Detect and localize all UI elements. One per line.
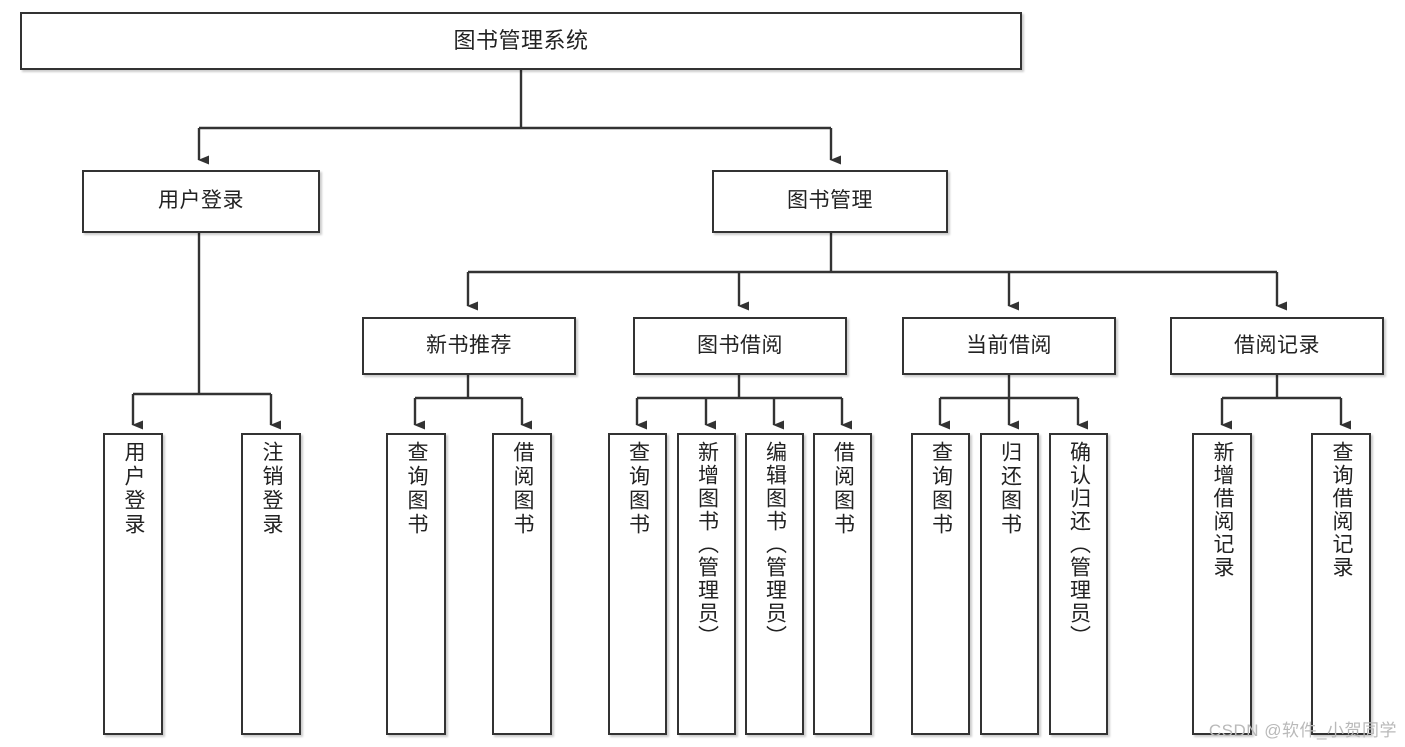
node-current-borrow-label: 当前借阅 [966, 333, 1052, 357]
leaf-rec-query-book-label: 查询图书 [405, 441, 429, 537]
leaf-rec-query-record-label: 查询借阅记录 [1330, 441, 1354, 579]
leaf-cur-return-book[interactable]: 归还图书 [980, 433, 1039, 735]
leaf-cur-query-book-label: 查询图书 [929, 441, 953, 537]
leaf-user-logout[interactable]: 注销登录 [241, 433, 301, 735]
leaf-borrow-query-book-label: 查询图书 [626, 441, 650, 537]
leaf-rec-add-record-label: 新增借阅记录 [1211, 441, 1235, 579]
leaf-user-login[interactable]: 用户登录 [103, 433, 163, 735]
leaf-borrow-add-book[interactable]: 新增图书（管理员） [677, 433, 736, 735]
leaf-cur-return-book-label: 归还图书 [998, 441, 1022, 537]
node-root-label: 图书管理系统 [453, 28, 589, 54]
node-root[interactable]: 图书管理系统 [20, 12, 1022, 70]
leaf-cur-query-book[interactable]: 查询图书 [911, 433, 970, 735]
node-book-borrow[interactable]: 图书借阅 [633, 317, 847, 375]
leaf-rec-query-book[interactable]: 查询图书 [386, 433, 446, 735]
leaf-borrow-borrow-book-label: 借阅图书 [831, 441, 855, 537]
node-new-book-rec-label: 新书推荐 [426, 333, 512, 357]
node-current-borrow[interactable]: 当前借阅 [902, 317, 1116, 375]
leaf-rec-add-record[interactable]: 新增借阅记录 [1192, 433, 1252, 735]
leaf-borrow-query-book[interactable]: 查询图书 [608, 433, 667, 735]
leaf-user-logout-label: 注销登录 [260, 441, 284, 537]
node-user-login[interactable]: 用户登录 [82, 170, 320, 233]
leaf-rec-query-record[interactable]: 查询借阅记录 [1311, 433, 1371, 735]
leaf-cur-confirm-return-label: 确认归还（管理员） [1067, 441, 1091, 648]
leaf-user-login-label: 用户登录 [122, 441, 146, 537]
leaf-borrow-add-book-label: 新增图书（管理员） [695, 441, 719, 648]
leaf-rec-borrow-book[interactable]: 借阅图书 [492, 433, 552, 735]
node-borrow-record-label: 借阅记录 [1234, 333, 1320, 357]
node-borrow-record[interactable]: 借阅记录 [1170, 317, 1384, 375]
leaf-borrow-borrow-book[interactable]: 借阅图书 [813, 433, 872, 735]
csdn-watermark: CSDN @软件_小贺同学 [1208, 721, 1397, 740]
leaf-borrow-edit-book[interactable]: 编辑图书（管理员） [745, 433, 804, 735]
leaf-rec-borrow-book-label: 借阅图书 [511, 441, 535, 537]
node-book-borrow-label: 图书借阅 [697, 333, 783, 357]
node-user-login-label: 用户登录 [158, 189, 244, 213]
node-book-manage-label: 图书管理 [787, 189, 873, 213]
leaf-borrow-edit-book-label: 编辑图书（管理员） [763, 441, 787, 648]
leaf-cur-confirm-return[interactable]: 确认归还（管理员） [1049, 433, 1108, 735]
node-new-book-rec[interactable]: 新书推荐 [362, 317, 576, 375]
node-book-manage[interactable]: 图书管理 [712, 170, 948, 233]
